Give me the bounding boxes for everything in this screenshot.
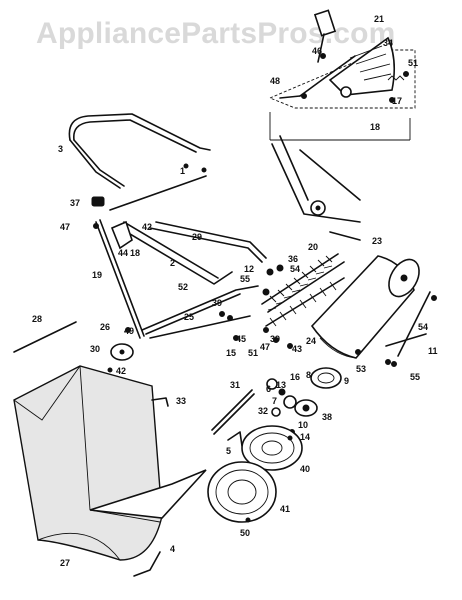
gear-hub-stack	[266, 378, 318, 435]
callout-23: 23	[372, 236, 382, 246]
callout-12: 12	[244, 264, 254, 274]
callout-36: 36	[288, 254, 298, 264]
callout-46: 46	[312, 46, 322, 56]
small-wheel-part-26	[110, 343, 134, 361]
rod-part-31	[211, 389, 255, 435]
callout-21: 21	[374, 14, 384, 24]
callout-42: 42	[142, 222, 152, 232]
callout-47: 47	[60, 222, 70, 232]
callout-48: 48	[270, 76, 280, 86]
callout-52: 52	[178, 282, 188, 292]
callout-27: 27	[60, 558, 70, 568]
callout-37: 37	[70, 198, 80, 208]
callout-11: 11	[428, 346, 438, 356]
callout-44: 44	[118, 248, 128, 258]
callout-49: 49	[124, 326, 134, 336]
callout-47b: 47	[260, 342, 270, 352]
callout-55b: 55	[410, 372, 420, 382]
grass-catcher-part-27	[13, 365, 207, 561]
callout-13: 13	[276, 380, 286, 390]
callout-31: 31	[230, 380, 240, 390]
callout-43: 43	[292, 344, 302, 354]
adjuster-assembly-inset	[268, 9, 416, 141]
callout-labels: 1 2 3 4 5 6 7 8 9 10 11 12 13 14 15 16 1…	[32, 14, 438, 568]
callout-51: 51	[408, 58, 418, 68]
callout-51b: 51	[248, 348, 258, 358]
brush-reel-part-20	[261, 253, 345, 327]
frame-rods	[95, 219, 267, 339]
callout-30: 30	[90, 344, 100, 354]
callout-34: 34	[383, 38, 393, 48]
callout-9: 9	[344, 376, 349, 386]
callout-33: 33	[176, 396, 186, 406]
watermark: AppliancePartsPros.com	[36, 17, 396, 50]
callout-17: 17	[392, 96, 402, 106]
crank-part-5	[227, 431, 243, 447]
callout-19: 19	[92, 270, 102, 280]
callout-20: 20	[308, 242, 318, 252]
callout-41: 41	[280, 504, 290, 514]
callout-32: 32	[258, 406, 268, 416]
callout-3: 3	[58, 144, 63, 154]
callout-55: 55	[240, 274, 250, 284]
handle-part-3	[68, 113, 211, 189]
bracket-part-18	[110, 220, 133, 250]
callout-42b: 42	[116, 366, 126, 376]
callout-26: 26	[100, 322, 110, 332]
callout-25: 25	[184, 312, 194, 322]
rod-part-28	[13, 321, 77, 353]
callout-16: 16	[290, 372, 300, 382]
bracket-part-4	[133, 551, 161, 577]
callout-4: 4	[170, 544, 175, 554]
callout-45: 45	[236, 334, 246, 344]
callout-24: 24	[306, 336, 316, 346]
knob-part-37	[91, 196, 105, 207]
callout-18: 18	[130, 248, 140, 258]
callout-54: 54	[290, 264, 300, 274]
wheel-part-41	[207, 461, 277, 523]
callout-18-inset: 18	[370, 122, 380, 132]
callout-40: 40	[300, 464, 310, 474]
hub-part-9	[310, 367, 342, 389]
callout-8: 8	[306, 370, 311, 380]
callout-50: 50	[240, 528, 250, 538]
callout-54b: 54	[418, 322, 428, 332]
callout-14: 14	[300, 432, 310, 442]
housing-part-23	[310, 255, 420, 359]
callout-28: 28	[32, 314, 42, 324]
callout-5: 5	[226, 446, 231, 456]
callout-1: 1	[180, 166, 185, 176]
clip-part-33	[151, 397, 169, 407]
callout-2: 2	[170, 258, 175, 268]
callout-39: 39	[212, 298, 222, 308]
right-upper-linkage	[271, 135, 361, 241]
callout-6: 6	[266, 384, 271, 394]
callout-53: 53	[356, 364, 366, 374]
callout-15: 15	[226, 348, 236, 358]
bar-part-54	[385, 333, 427, 347]
rod-part-11	[397, 291, 431, 357]
rod-part-1	[109, 175, 207, 211]
wheel-part-40	[241, 425, 303, 471]
callout-39b: 39	[270, 334, 280, 344]
callout-7: 7	[272, 396, 277, 406]
callout-10: 10	[298, 420, 308, 430]
callout-29: 29	[192, 232, 202, 242]
lower-frame	[141, 285, 259, 339]
callout-38: 38	[322, 412, 332, 422]
